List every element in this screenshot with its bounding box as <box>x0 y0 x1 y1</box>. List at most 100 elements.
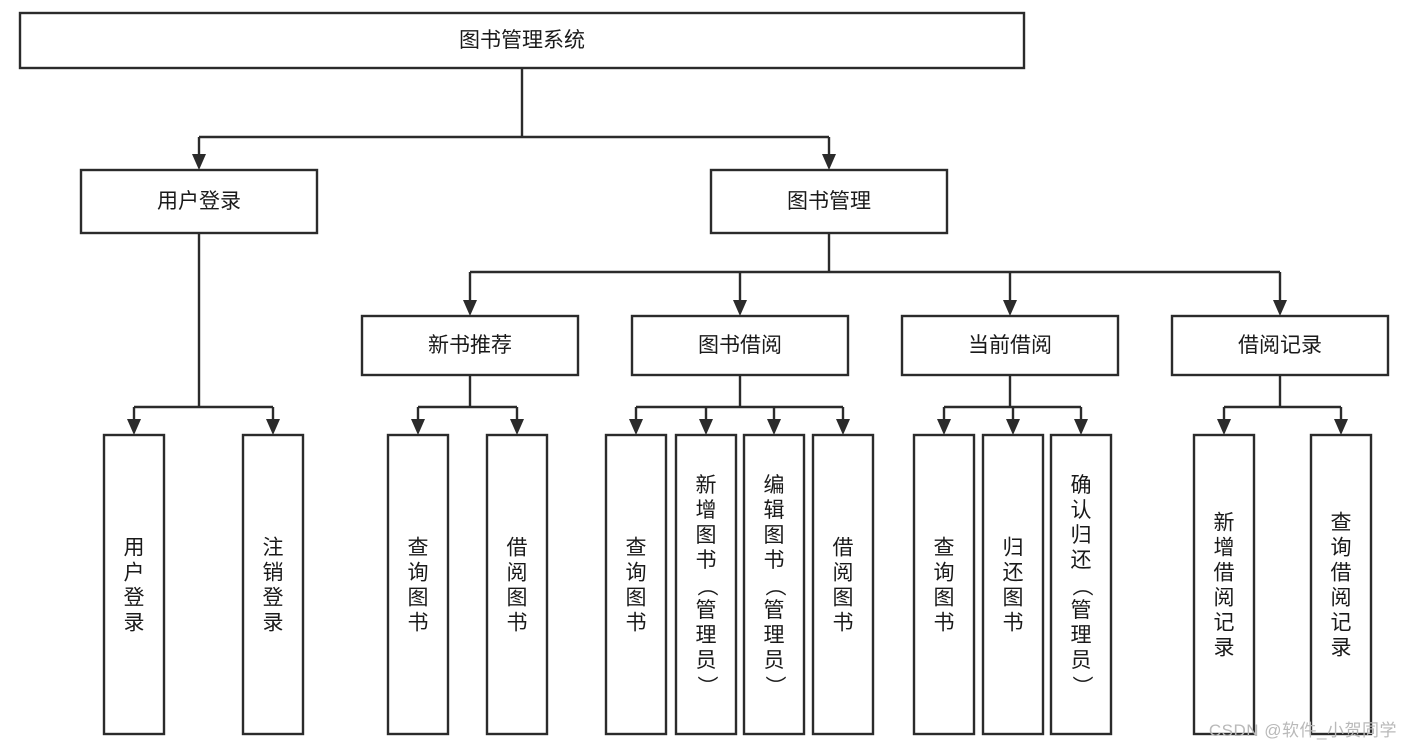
node-label-char: 图 <box>408 587 429 610</box>
node-label-char: 查 <box>626 537 647 560</box>
node-label: 用户登录 <box>157 190 241 213</box>
node-label-char: 图 <box>626 587 647 610</box>
node-label-char: 理 <box>696 624 717 647</box>
node-label: 新书推荐 <box>428 334 512 357</box>
arrow-head <box>463 300 477 316</box>
node-label-char: 书 <box>626 612 647 635</box>
node-label-char: 询 <box>626 562 647 585</box>
node-leaf[interactable]: 用户登录 <box>102 433 166 736</box>
node-level3[interactable]: 图书借阅 <box>630 314 850 377</box>
node-label-char: 记 <box>1331 612 1352 635</box>
node-label: 图书管理 <box>787 190 871 213</box>
node-label-char: 询 <box>1331 537 1352 560</box>
arrow-head <box>1273 300 1287 316</box>
connector-layer <box>127 68 1348 435</box>
arrow-head <box>1074 419 1088 435</box>
node-label-char: 阅 <box>833 562 854 585</box>
node-label-char: 借 <box>507 537 528 560</box>
node-label-char: 查 <box>1331 512 1352 535</box>
node-label-char: （ <box>1070 576 1093 597</box>
node-label-char: 注 <box>263 537 284 560</box>
arrow-head <box>836 419 850 435</box>
arrow-head <box>937 419 951 435</box>
node-box <box>79 168 319 235</box>
arrow-head <box>699 419 713 435</box>
node-label-char: 书 <box>408 612 429 635</box>
node-box <box>1309 433 1373 736</box>
node-label-char: 管 <box>764 599 785 622</box>
node-label-char: 查 <box>934 537 955 560</box>
node-label-char: 书 <box>1003 612 1024 635</box>
node-box <box>102 433 166 736</box>
arrow-head <box>733 300 747 316</box>
node-label-char: 员 <box>1071 649 1092 672</box>
node-box <box>811 433 875 736</box>
arrow-head <box>767 419 781 435</box>
node-label-char: 还 <box>1003 562 1024 585</box>
node-label-char: 户 <box>124 562 145 585</box>
arrow-head <box>266 419 280 435</box>
node-label-char: 书 <box>696 549 717 572</box>
node-label-char: 图 <box>696 524 717 547</box>
node-root[interactable]: 图书管理系统 <box>18 11 1026 70</box>
node-label-char: 理 <box>1071 624 1092 647</box>
node-label-char: 编 <box>764 474 785 497</box>
node-label-char: 图 <box>934 587 955 610</box>
arrow-head <box>1217 419 1231 435</box>
node-label-char: 理 <box>764 624 785 647</box>
node-label-char: 借 <box>833 537 854 560</box>
arrow-head <box>192 154 206 170</box>
node-label-char: 图 <box>833 587 854 610</box>
node-box <box>1049 433 1113 736</box>
node-label-char: 用 <box>124 537 145 560</box>
node-label-char: 还 <box>1071 549 1092 572</box>
node-label-char: 询 <box>934 562 955 585</box>
node-label-char: （ <box>695 576 718 597</box>
node-label-char: 增 <box>696 499 717 522</box>
node-label-char: 管 <box>696 599 717 622</box>
node-label-char: 辑 <box>764 499 785 522</box>
node-label-char: 书 <box>833 612 854 635</box>
node-label-char: 查 <box>408 537 429 560</box>
node-box <box>900 314 1120 377</box>
arrow-head <box>1006 419 1020 435</box>
node-level2[interactable]: 用户登录 <box>79 168 319 235</box>
node-box <box>630 314 850 377</box>
node-level3[interactable]: 新书推荐 <box>360 314 580 377</box>
node-label-char: 归 <box>1071 524 1092 547</box>
arrow-head <box>127 419 141 435</box>
node-label-char: 录 <box>263 612 284 635</box>
node-label-char: 询 <box>408 562 429 585</box>
node-box <box>912 433 976 736</box>
node-label-char: 销 <box>263 562 284 585</box>
node-level3[interactable]: 借阅记录 <box>1170 314 1390 377</box>
node-label-char: 新 <box>1214 512 1235 535</box>
node-box <box>1192 433 1256 736</box>
node-label-char: 图 <box>764 524 785 547</box>
node-label-char: ） <box>695 676 718 697</box>
node-label: 借阅记录 <box>1238 334 1322 357</box>
node-label-char: 归 <box>1003 537 1024 560</box>
node-level3[interactable]: 当前借阅 <box>900 314 1120 377</box>
node-label-char: 认 <box>1071 499 1092 522</box>
node-box <box>981 433 1045 736</box>
node-label-char: ） <box>763 676 786 697</box>
node-level2[interactable]: 图书管理 <box>709 168 949 235</box>
node-label-char: 新 <box>696 474 717 497</box>
node-label: 图书借阅 <box>698 334 782 357</box>
node-label-char: 记 <box>1214 612 1235 635</box>
node-label: 图书管理系统 <box>459 29 585 52</box>
